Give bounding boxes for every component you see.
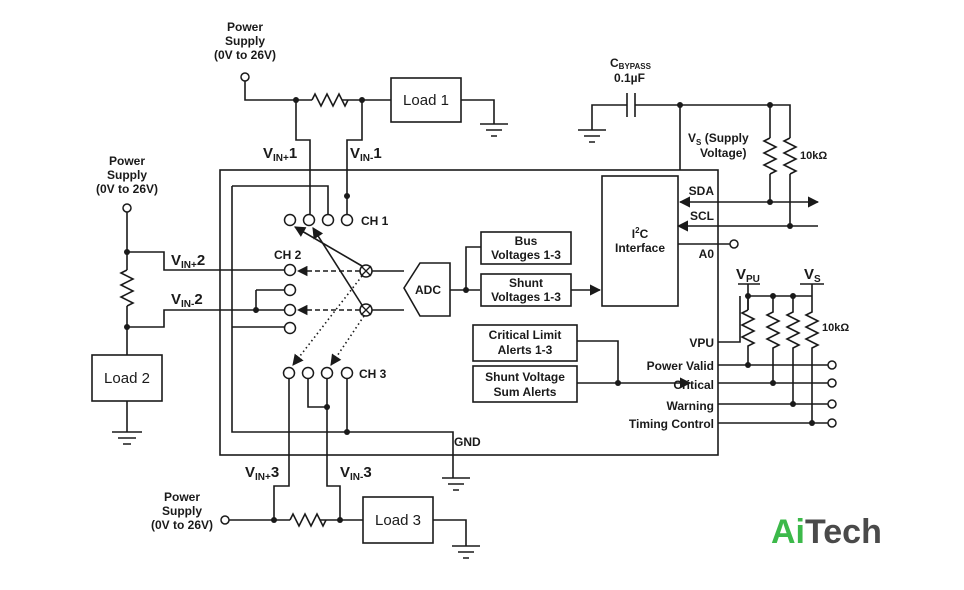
shunt-sum-l1: Shunt Voltage <box>485 370 565 384</box>
vin-plus-1-label: VIN+1 <box>263 145 297 164</box>
vpu-rail-label: VPU <box>736 266 760 285</box>
ground-icon <box>442 477 470 491</box>
supply-3-label-l2: Supply <box>162 504 202 518</box>
gnd-label: GND <box>454 435 481 449</box>
shunt-sum-l2: Sum Alerts <box>494 385 557 399</box>
supply-3-label-l3: (0V to 26V) <box>151 518 213 532</box>
shunt-resistor-2 <box>119 269 135 307</box>
r-value-2: 10kΩ <box>822 322 849 334</box>
vin-plus-3-label: VIN+3 <box>245 464 279 483</box>
warning-terminal <box>827 399 837 409</box>
supply-3-circuit <box>220 378 480 559</box>
supply-1-label-l3: (0V to 26V) <box>214 48 276 62</box>
shunt-resistor-1 <box>311 92 349 108</box>
i2c-label-l2: Interface <box>615 241 665 255</box>
timing-control-terminal <box>827 418 837 428</box>
ch3-label: CH 3 <box>359 367 387 381</box>
critical-limit-l1: Critical Limit <box>489 328 562 342</box>
vin-minus-3-label: VIN-3 <box>340 464 372 483</box>
internal-bus <box>231 186 454 478</box>
supply-3-label-l1: Power <box>164 490 200 504</box>
vpu-pin-label: VPU <box>689 336 714 350</box>
ground-icon <box>480 123 508 137</box>
shunt-sum-box <box>472 365 578 403</box>
logo-part-b: Tech <box>805 513 882 551</box>
supply-1-circuit <box>240 72 508 215</box>
ground-icon <box>112 431 142 445</box>
supply-3-terminal <box>220 515 230 525</box>
supply-2-terminal <box>122 203 132 213</box>
bus-voltages-l1: Bus <box>515 234 538 248</box>
aitech-logo: AiTech <box>771 513 882 551</box>
a0-label: A0 <box>699 247 715 261</box>
load-1-box <box>390 77 462 123</box>
supply-2-circuit <box>91 203 289 445</box>
vs-supply-label-l2: Voltage) <box>700 146 746 160</box>
critical-label: Critical <box>673 378 714 392</box>
ch2-label: CH 2 <box>274 248 302 262</box>
supply-1-label-l2: Supply <box>225 34 265 48</box>
bypass-capacitor <box>626 93 636 117</box>
ch2-pins <box>283 263 297 335</box>
cbypass-value: 0.1µF <box>614 71 645 85</box>
r-value-1: 10kΩ <box>800 150 827 162</box>
adc-label: ADC <box>415 283 441 297</box>
bus-voltages-l2: Voltages 1-3 <box>491 248 561 262</box>
supply-1-terminal <box>240 72 250 82</box>
load-1-label: Load 1 <box>403 92 449 109</box>
pullup-resistors-outputs <box>740 296 820 423</box>
ch1-pins <box>283 213 354 227</box>
ground-icon <box>452 545 480 559</box>
vin-minus-2-label: VIN-2 <box>171 291 203 310</box>
shunt-voltages-l1: Shunt <box>509 276 543 290</box>
load-2-label: Load 2 <box>104 370 150 387</box>
pullup-resistor-scl <box>782 137 798 175</box>
shunt-resistor-3 <box>289 512 327 528</box>
sda-label: SDA <box>689 184 715 198</box>
ch3-pins <box>282 366 354 380</box>
a0-terminal <box>729 239 739 249</box>
mux-switches <box>292 226 404 366</box>
ch1-label: CH 1 <box>361 214 389 228</box>
ic-body <box>219 169 719 456</box>
critical-limit-l2: Alerts 1-3 <box>498 343 553 357</box>
warning-label: Warning <box>666 399 714 413</box>
supply-2-label-l1: Power <box>109 154 145 168</box>
shunt-voltages-box <box>480 273 572 307</box>
power-valid-label: Power Valid <box>647 359 714 373</box>
vin-minus-1-label: VIN-1 <box>350 145 382 164</box>
vs-rail-label: VS <box>804 266 821 285</box>
critical-terminal <box>827 378 837 388</box>
vin-plus-2-label: VIN+2 <box>171 252 205 271</box>
load-3-box <box>362 496 434 544</box>
load-3-label: Load 3 <box>375 512 421 529</box>
shunt-voltages-l2: Voltages 1-3 <box>491 290 561 304</box>
i2c-interface-box <box>601 175 679 307</box>
timing-control-label: Timing Control <box>629 417 714 431</box>
supply-1-label-l1: Power <box>227 20 263 34</box>
critical-limit-box <box>472 324 578 362</box>
i2c-label: I2C <box>632 226 649 241</box>
pullup-resistor-sda <box>762 137 778 175</box>
power-valid-terminal <box>827 360 837 370</box>
ground-icon <box>578 129 606 143</box>
supply-2-label-l3: (0V to 26V) <box>96 182 158 196</box>
bus-voltages-box <box>480 231 572 265</box>
supply-2-label-l2: Supply <box>107 168 147 182</box>
vs-supply-label: VS (Supply <box>688 131 749 147</box>
logo-part-a: Ai <box>771 513 805 551</box>
cbypass-label: CBYPASS <box>610 56 652 71</box>
scl-label: SCL <box>690 209 714 223</box>
